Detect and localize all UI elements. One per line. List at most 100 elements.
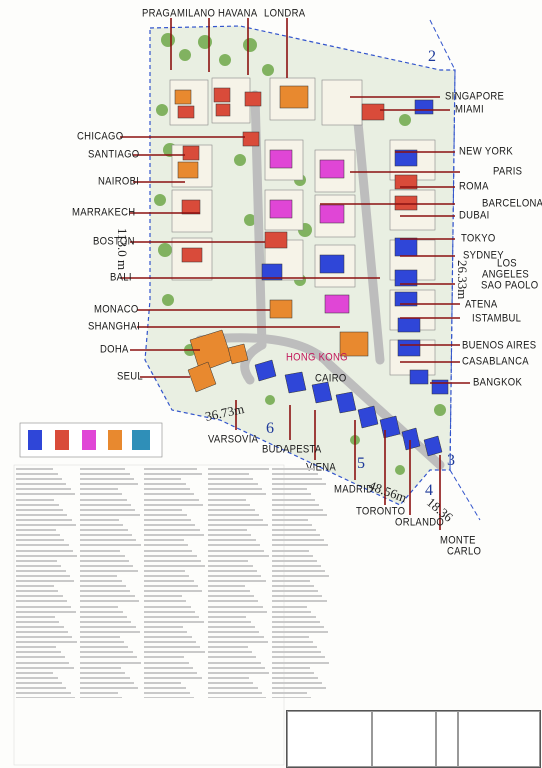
parcel-data-line — [144, 508, 183, 511]
parcel-data-line — [80, 641, 125, 644]
parcel-data-line — [208, 646, 248, 649]
parcel-data-line — [80, 610, 123, 613]
parcel-data-line — [80, 539, 137, 542]
parcel-data-line — [16, 549, 74, 552]
section-number-4: 4 — [425, 482, 433, 499]
parcel-data-line — [16, 666, 74, 669]
parcel-data-line — [80, 671, 126, 674]
parcel-data-line — [144, 585, 198, 588]
parcel-data-line — [272, 625, 324, 628]
parcel-data-line — [16, 600, 67, 603]
parcel-data-line — [208, 529, 248, 532]
parcel-data-line — [208, 585, 246, 588]
parcel-data-line — [16, 615, 56, 618]
parcel-data-line — [272, 615, 316, 618]
label-paris: PARIS — [493, 165, 523, 178]
parcel-data-line — [272, 692, 307, 695]
parcel-data-line — [16, 651, 61, 654]
label-istambul: ISTAMBUL — [472, 312, 522, 325]
parcel-data-line — [80, 580, 122, 583]
parcel-data-line — [272, 641, 313, 644]
parcel-data-line — [272, 549, 310, 552]
parcel-data-line — [16, 493, 75, 496]
parcel-data-line — [80, 544, 141, 547]
parcel-data-line — [144, 671, 198, 674]
parcel-data-line — [80, 569, 138, 572]
parcel-data-line — [80, 666, 121, 669]
parcel-data-line — [144, 539, 184, 542]
parcel-data-line — [272, 681, 322, 684]
parcel-data-line — [144, 676, 202, 679]
parcel-data-line — [144, 692, 190, 695]
parcel-data-line — [144, 625, 184, 628]
parcel-data-line — [272, 590, 319, 593]
parcel-data-line — [144, 651, 205, 654]
label-los: LOS — [497, 257, 517, 270]
parcel-data-line — [272, 605, 308, 608]
parcel-data-line — [80, 676, 130, 679]
parcel-data-column-4 — [208, 468, 270, 698]
parcel-data-line — [208, 539, 256, 542]
parcel-data-line — [80, 473, 130, 476]
parcel-data-line — [144, 518, 192, 521]
parcel-data-line — [272, 554, 314, 557]
section-number-6: 6 — [266, 420, 274, 437]
parcel-data-line — [272, 631, 328, 633]
parcel-data-line — [16, 631, 69, 633]
parcel-data-line — [144, 559, 202, 562]
parcel-data-line — [80, 483, 139, 486]
parcel-data-line — [16, 687, 67, 690]
parcel-data-line — [208, 661, 261, 664]
label-carlo: CARLO — [447, 545, 482, 558]
parcel-data-line — [272, 656, 325, 659]
parcel-data-line — [272, 687, 326, 690]
parcel-data-line — [80, 600, 139, 603]
parcel-data-line — [80, 697, 123, 698]
parcel-data-line — [144, 564, 206, 567]
callout-lines — [120, 18, 470, 530]
buildings — [174, 85, 449, 457]
parcel-data-line — [16, 585, 54, 588]
parcel-data-line — [16, 625, 64, 628]
parcel-data-line — [272, 473, 318, 476]
parcel-data-line — [272, 524, 313, 527]
parcel-data-line — [80, 651, 133, 654]
parcel-data-line — [16, 478, 62, 481]
label-angeles: ANGELES — [482, 268, 529, 281]
parcel-data-column-3 — [144, 468, 206, 698]
parcel-data-line — [80, 625, 136, 628]
parcel-data-line — [16, 544, 69, 547]
parcel-data-line — [272, 671, 314, 674]
parcel-data-line — [272, 559, 318, 562]
parcel-data-line — [80, 661, 142, 664]
parcel-data-line — [208, 600, 259, 603]
parcel-data-line — [16, 513, 68, 516]
parcel-data-line — [80, 503, 131, 506]
parcel-data-line — [208, 493, 267, 496]
parcel-data-line — [272, 620, 320, 623]
parcel-data-line — [80, 574, 118, 577]
title-block-cell — [371, 711, 437, 767]
label-barcelona: BARCELONA — [482, 197, 542, 210]
parcel-data-line — [16, 646, 57, 649]
parcel-data-line — [16, 656, 65, 659]
label-tokyo: TOKYO — [461, 232, 496, 245]
parcel-data-line — [144, 620, 204, 623]
parcel-data-line — [208, 559, 249, 562]
parcel-data-line — [272, 503, 319, 506]
parcel-data-line — [208, 478, 254, 481]
parcel-data-line — [144, 580, 194, 583]
parcel-data-line — [208, 681, 254, 684]
dimension-left-side: 113.0 m — [115, 228, 130, 271]
parcel-data-line — [272, 651, 321, 654]
parcel-data-line — [208, 554, 269, 557]
parcel-data-line — [144, 600, 187, 603]
parcel-data-line — [208, 483, 258, 486]
parcel-data-line — [208, 488, 262, 491]
parcel-data-line — [208, 610, 267, 613]
parcel-data-line — [272, 661, 329, 664]
parcel-data-line — [144, 610, 195, 613]
parcel-data-line — [144, 549, 193, 552]
parcel-data-line — [208, 508, 255, 511]
parcel-data-line — [80, 646, 129, 649]
